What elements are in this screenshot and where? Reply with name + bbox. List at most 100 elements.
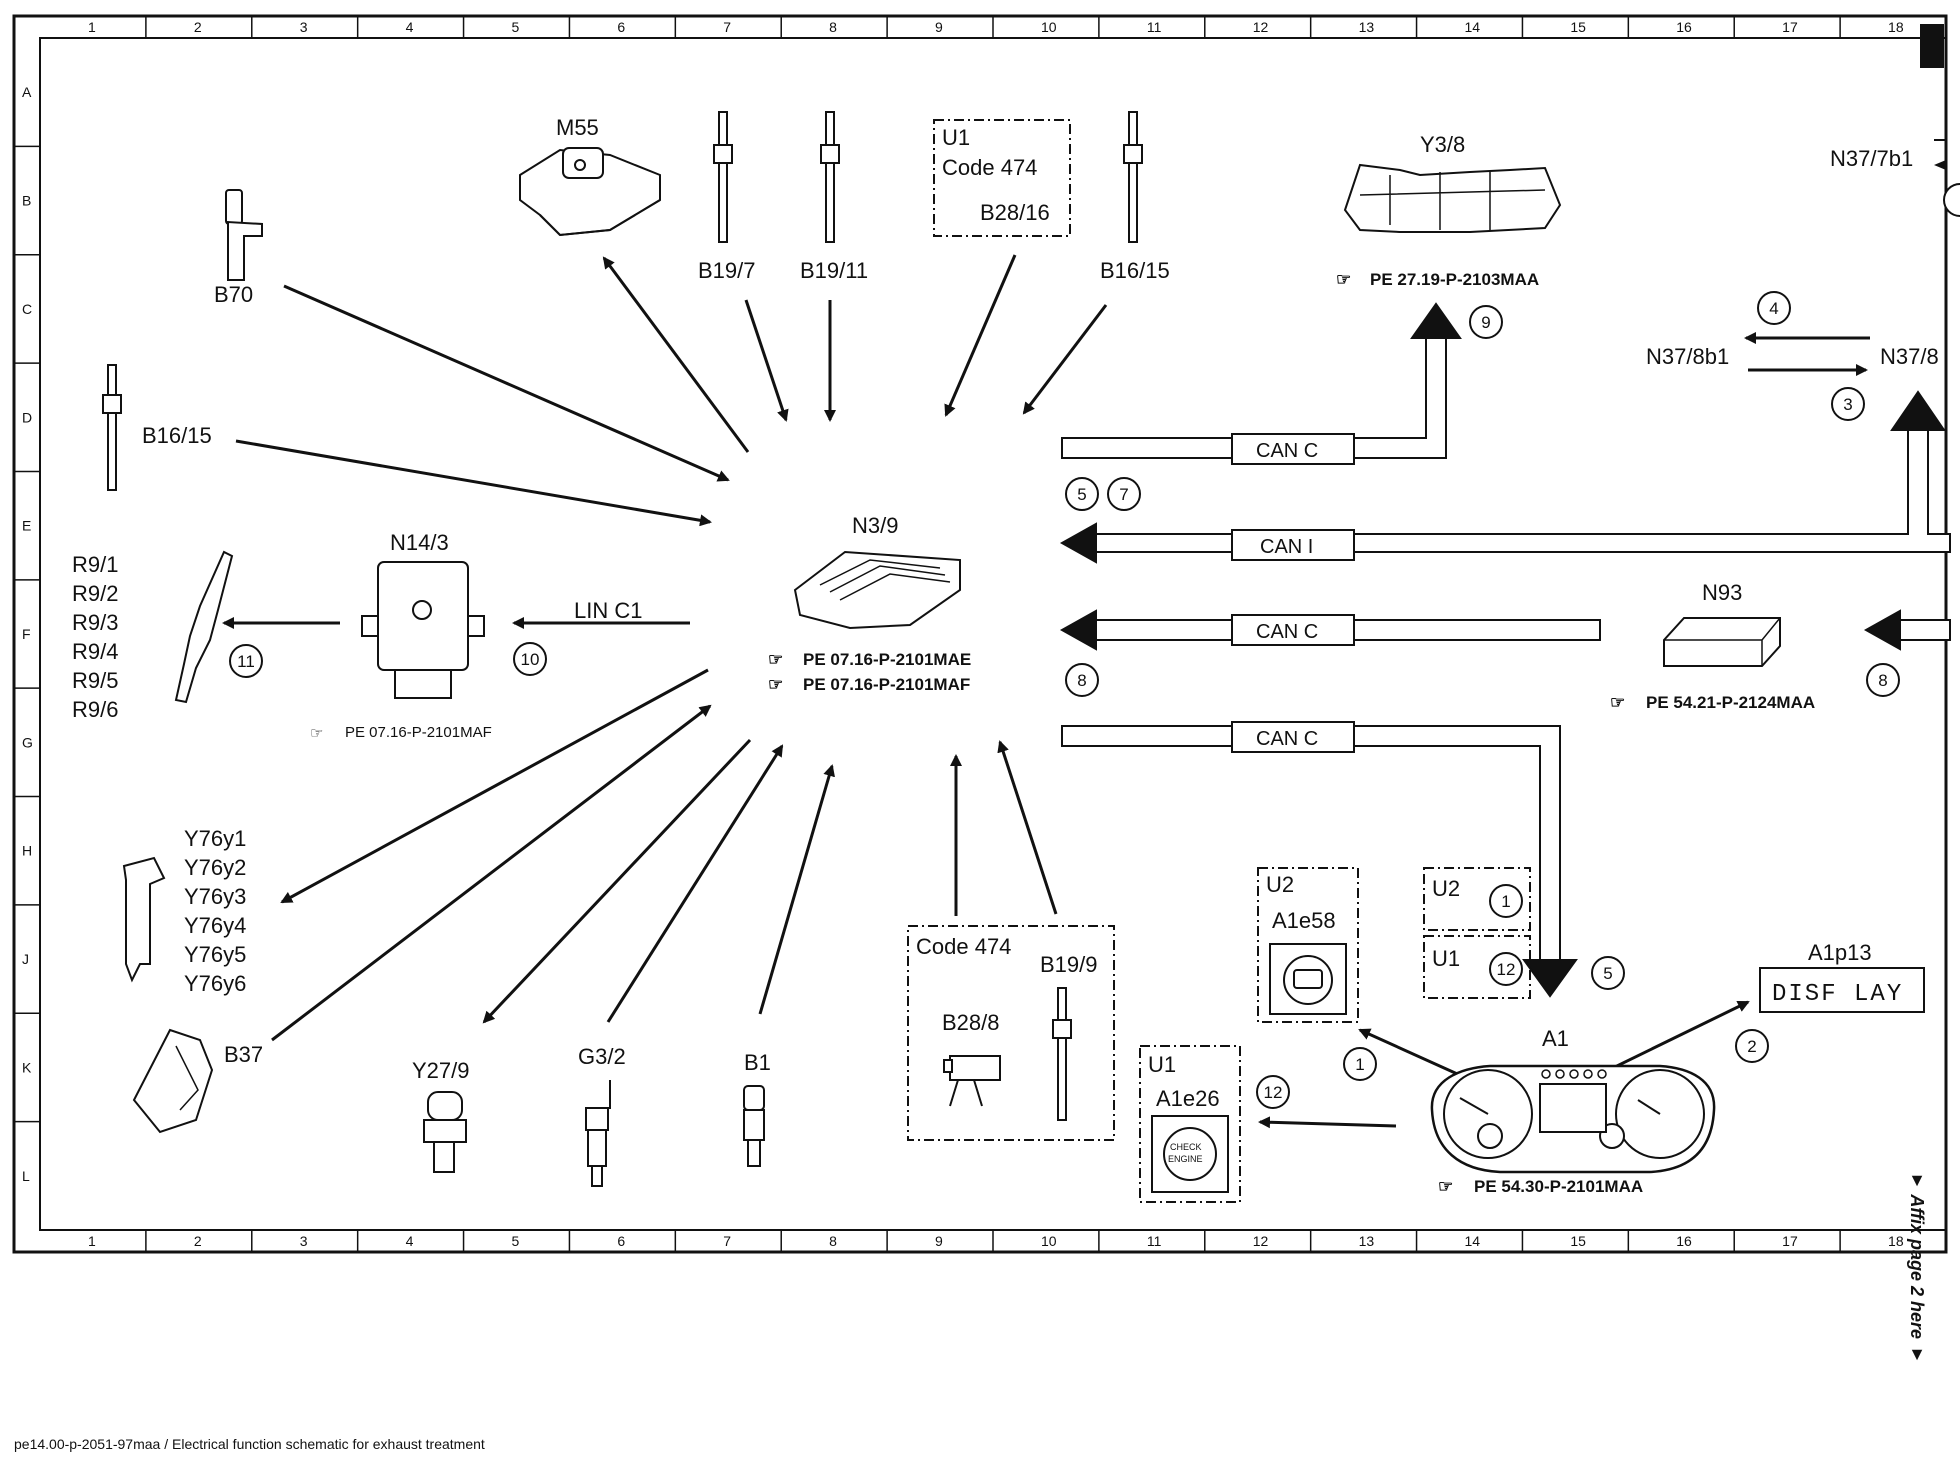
marker-circle	[1757, 291, 1791, 325]
u1-b-label: U1	[1432, 946, 1460, 971]
marker-number: 9	[1481, 313, 1490, 332]
code-474-bottom-label: Code 474	[916, 934, 1011, 959]
marker-number: 3	[1843, 395, 1852, 414]
can-c-label-3: CAN C	[1256, 728, 1318, 750]
n37-7b1-label: N37/7b1	[1830, 146, 1913, 171]
b19-7-sensor: B19/7	[698, 111, 756, 283]
code-474-label: Code 474	[942, 155, 1037, 180]
y3-8-label: Y3/8	[1420, 132, 1465, 157]
y27-9-label: Y27/9	[412, 1058, 470, 1083]
a1-ref-icon: ☞	[1438, 1177, 1453, 1196]
marker-number: 7	[1119, 485, 1128, 504]
a1p13-display-text: DISF LAY	[1772, 981, 1903, 1008]
u1-label: U1	[942, 125, 970, 150]
grid-column-label: 10	[1041, 1233, 1057, 1249]
grid-column-label: 16	[1676, 19, 1692, 35]
marker-circle	[1107, 477, 1141, 511]
grid-column-label: 3	[300, 19, 308, 35]
r9-6-label: R9/6	[72, 697, 118, 722]
n93-ref-icon: ☞	[1610, 693, 1625, 712]
marker-number: 8	[1077, 671, 1086, 690]
marker-number: 12	[1264, 1083, 1283, 1102]
marker-circle	[1065, 663, 1099, 697]
n3-9-label: N3/9	[852, 513, 898, 538]
marker-number: 1	[1355, 1055, 1364, 1074]
grid-column-label: 9	[935, 19, 943, 35]
marker-circle	[1343, 1047, 1377, 1081]
y76y3-label: Y76y3	[184, 884, 246, 909]
n14-3-ref: PE 07.16-P-2101MAF	[345, 724, 492, 741]
b19-9-label: B19/9	[1040, 952, 1098, 977]
document-footer: pe14.00-p-2051-97maa / Electrical functi…	[14, 1436, 485, 1452]
r9-1-label: R9/1	[72, 552, 118, 577]
grid-column-label: 3	[300, 1233, 308, 1249]
r9-2-label: R9/2	[72, 581, 118, 606]
grid-column-label: 2	[194, 1233, 202, 1249]
a1e26-indicator: U1 A1e26 CHECK ENGINE	[1139, 1045, 1241, 1203]
m55-label: M55	[556, 115, 599, 140]
marker-number: 10	[521, 650, 540, 669]
code-474-box-bottom: Code 474 B19/9 B28/8	[907, 925, 1115, 1141]
r9-5-label: R9/5	[72, 668, 118, 693]
y3-8-component: Y3/8 ☞ PE 27.19-P-2103MAA	[1336, 132, 1562, 289]
y27-9-valve: Y27/9	[412, 1058, 470, 1173]
m55-component: M55	[519, 115, 661, 237]
grid-column-label: 12	[1253, 19, 1269, 35]
grid-column-label: 18	[1888, 1233, 1904, 1249]
grid-column-label: 6	[617, 1233, 625, 1249]
marker-number: 2	[1747, 1037, 1756, 1056]
marker-circle	[1735, 1029, 1769, 1063]
y76y2-label: Y76y2	[184, 855, 246, 880]
grid-column-label: 15	[1570, 1233, 1586, 1249]
grid-row-label: E	[22, 518, 31, 534]
can-bus-labels: CAN C CAN I CAN C CAN C	[1231, 433, 1355, 753]
n93-label: N93	[1702, 580, 1742, 605]
marker-circle	[1831, 387, 1865, 421]
grid-row-label: L	[22, 1168, 30, 1184]
grid-column-label: 8	[829, 1233, 837, 1249]
grid-row-label: F	[22, 626, 31, 642]
marker-number: 12	[1497, 960, 1516, 979]
b16-15-top-sensor: B16/15	[1100, 111, 1170, 283]
a1-label: A1	[1542, 1026, 1569, 1051]
marker-number: 8	[1878, 671, 1887, 690]
grid-row-label: K	[22, 1059, 32, 1075]
grid-column-label: 14	[1465, 19, 1481, 35]
marker-circle	[229, 644, 263, 678]
marker-circle	[1065, 477, 1099, 511]
grid-column-label: 13	[1359, 1233, 1375, 1249]
grid-column-label: 4	[406, 19, 414, 35]
grid-column-label: 4	[406, 1233, 414, 1249]
n37-7b1-component: N37/7b1	[1830, 139, 1960, 217]
a1p13-label: A1p13	[1808, 940, 1872, 965]
b16-15-left-label: B16/15	[142, 423, 212, 448]
can-i-label: CAN I	[1260, 536, 1313, 558]
n37-8-label: N37/8	[1880, 344, 1939, 369]
can-c-label-2: CAN C	[1256, 621, 1318, 643]
grid-column-label: 1	[88, 1233, 96, 1249]
r9-glow-plugs: R9/1 R9/2 R9/3 R9/4 R9/5 R9/6	[72, 550, 234, 722]
grid-column-label: 2	[194, 19, 202, 35]
grid-column-label: 8	[829, 19, 837, 35]
a1-instrument-cluster: A1 ☞ PE 54.30-P-2101MAA	[1430, 1026, 1716, 1196]
n37-8b1-label: N37/8b1	[1646, 344, 1729, 369]
u1-c-label: U1	[1148, 1052, 1176, 1077]
check-engine-text-1: CHECK	[1170, 1142, 1202, 1152]
grid-column-label: 12	[1253, 1233, 1269, 1249]
grid-column-label: 17	[1782, 1233, 1798, 1249]
b37-pedal: B37	[132, 1028, 263, 1134]
b70-sensor: B70	[214, 189, 263, 307]
marker-circle	[1256, 1075, 1290, 1109]
n14-3-label: N14/3	[390, 530, 449, 555]
u2-u1-boxes: U2 U1	[1423, 867, 1531, 999]
marker-circle	[1489, 952, 1523, 986]
b28-16-label: B28/16	[980, 200, 1050, 225]
b1-label: B1	[744, 1050, 771, 1075]
grid-column-label: 13	[1359, 19, 1375, 35]
code-474-box-top: U1 Code 474 B28/16	[933, 119, 1071, 237]
a1e26-label: A1e26	[1156, 1086, 1220, 1111]
marker-number: 4	[1769, 299, 1778, 318]
b19-7-label: B19/7	[698, 258, 756, 283]
marker-number: 1	[1501, 892, 1510, 911]
